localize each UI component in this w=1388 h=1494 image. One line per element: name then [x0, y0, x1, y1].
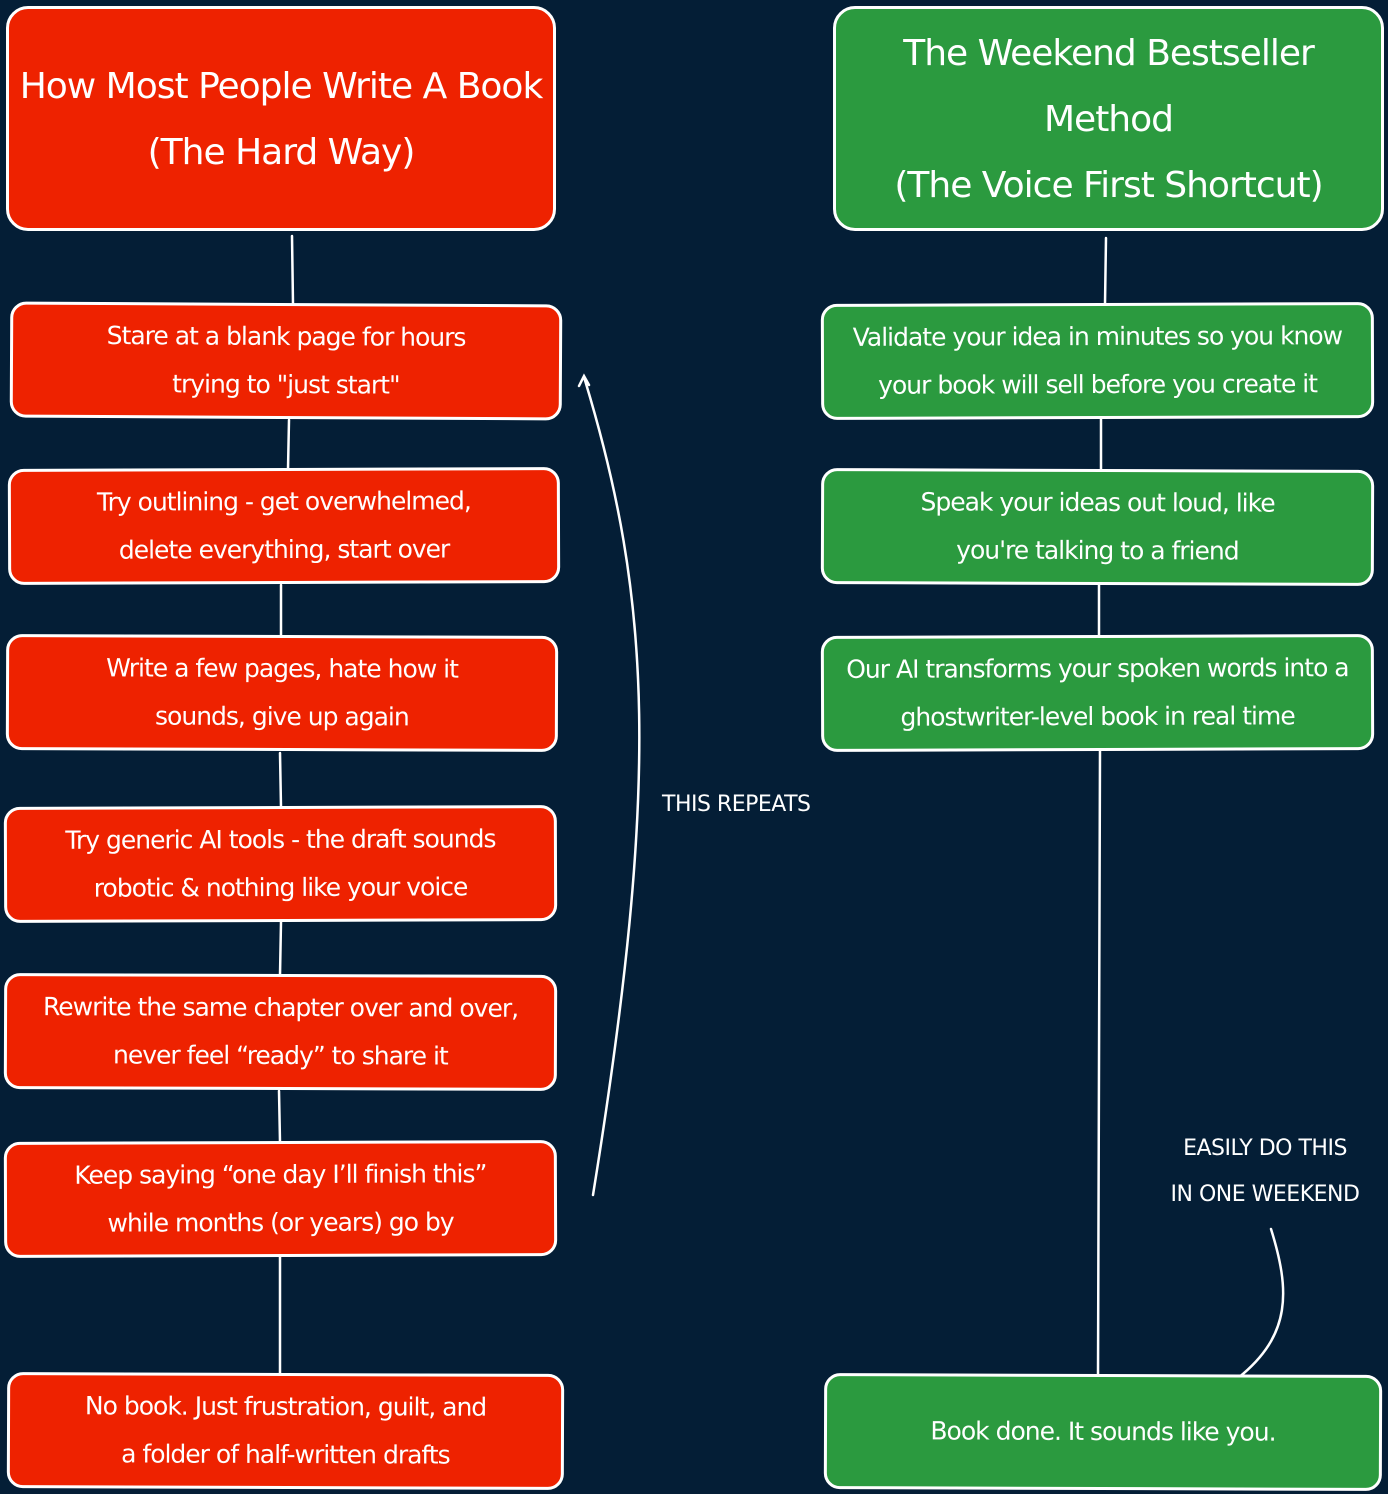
step-text-line2: while months (or years) go by [107, 1207, 454, 1238]
left-connector-4 [278, 751, 283, 809]
step-text-line2: ghostwriter-level book in real time [900, 701, 1295, 732]
hard-way-header: How Most People Write A Book (The Hard W… [6, 6, 556, 231]
shortcut-step-3: Our AI transforms your spoken words into… [820, 634, 1375, 752]
step-text-line1: Rewrite the same chapter over and over, [43, 992, 519, 1023]
step-text-line2: delete everything, start over [118, 534, 450, 565]
step-text-line2: your book will sell before you create it [878, 369, 1318, 400]
shortcut-outcome: Book done. It sounds like you. [823, 1373, 1383, 1491]
step-text-line2: trying to "just start" [172, 369, 400, 400]
hard-way-header-line1: How Most People Write A Book [19, 65, 544, 107]
left-connector-5 [278, 920, 283, 977]
shortcut-step-1: Validate your idea in minutes so you kno… [820, 302, 1375, 420]
shortcut-header-line1: The Weekend Bestseller Method [903, 32, 1315, 140]
shortcut-step-2: Speak your ideas out loud, like you're t… [820, 468, 1375, 586]
hard-way-step-3: Write a few pages, hate how it sounds, g… [5, 634, 559, 752]
step-text-line2: sounds, give up again [155, 701, 409, 732]
step-text-line1: Stare at a blank page for hours [106, 321, 466, 352]
step-text-line1: Validate your idea in minutes so you kno… [852, 321, 1343, 352]
right-connector-4 [1096, 748, 1102, 1379]
step-text-line1: Try generic AI tools - the draft sounds [65, 824, 496, 855]
step-text-line2: never feel “ready” to share it [113, 1040, 448, 1071]
step-text-line2: robotic & nothing like your voice [93, 872, 468, 903]
hard-way-step-6: Keep saying “one day I’ll finish this” w… [3, 1140, 558, 1258]
step-text-line1: Keep saying “one day I’ll finish this” [74, 1159, 487, 1190]
step-text-line1: Try outlining - get overwhelmed, [96, 486, 471, 517]
outcome-text-line2: a folder of half-written drafts [121, 1439, 450, 1470]
hard-way-step-5: Rewrite the same chapter over and over, … [3, 973, 558, 1091]
step-text-line2: you're talking to a friend [956, 535, 1239, 566]
shortcut-header-line2: (The Voice First Shortcut) [894, 164, 1323, 206]
hard-way-header-line2: (The Hard Way) [147, 131, 416, 173]
loop-arrow [582, 375, 641, 1197]
outcome-text-line1: No book. Just frustration, guilt, and [84, 1391, 487, 1422]
hard-way-outcome: No book. Just frustration, guilt, and a … [6, 1372, 565, 1490]
shortcut-header: The Weekend Bestseller Method (The Voice… [833, 6, 1384, 231]
note-arrow [1236, 1227, 1285, 1380]
right-connector-1 [1103, 236, 1108, 306]
hard-way-step-2: Try outlining - get overwhelmed, delete … [7, 467, 561, 585]
weekend-note: EASILY DO THIS IN ONE WEEKEND [1158, 1126, 1372, 1218]
hard-way-step-4: Try generic AI tools - the draft sounds … [3, 805, 558, 923]
left-connector-6 [277, 1089, 282, 1144]
step-text-line1: Our AI transforms your spoken words into… [846, 653, 1349, 684]
loop-arrowhead [577, 373, 591, 388]
left-connector-2 [286, 418, 291, 471]
weekend-note-line1: EASILY DO THIS [1183, 1136, 1347, 1161]
weekend-note-line2: IN ONE WEEKEND [1170, 1182, 1360, 1207]
outcome-text: Book done. It sounds like you. [930, 1416, 1276, 1447]
left-connector-1 [290, 234, 295, 306]
step-text-line1: Speak your ideas out loud, like [920, 487, 1275, 518]
loop-label: THIS REPEATS [662, 792, 811, 817]
hard-way-step-1: Stare at a blank page for hours trying t… [9, 301, 563, 421]
step-text-line1: Write a few pages, hate how it [106, 653, 458, 684]
